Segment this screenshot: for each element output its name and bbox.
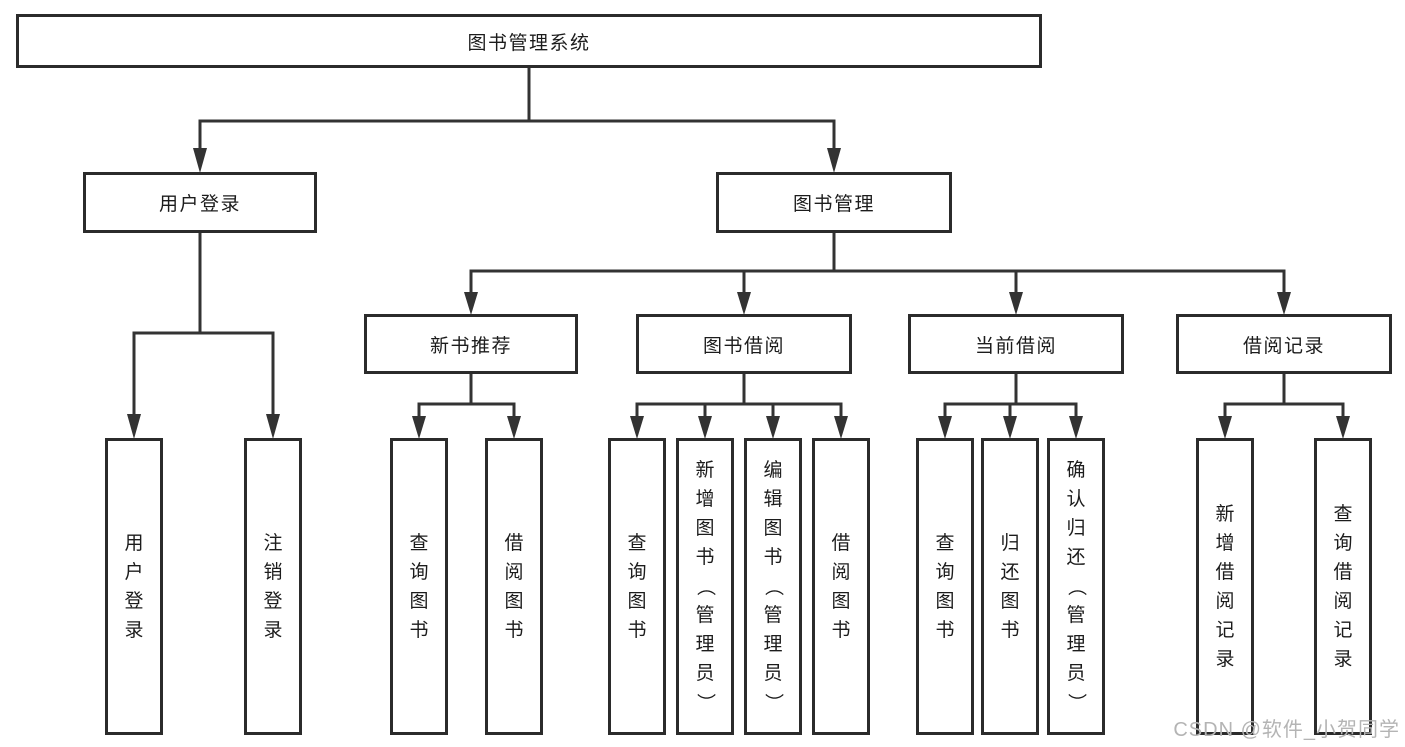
arrowhead-down-icon	[1336, 416, 1350, 439]
arrowhead-down-icon	[630, 416, 644, 439]
arrowhead-down-icon	[827, 148, 841, 173]
connector-user-login-to-leaves	[127, 233, 280, 439]
arrowhead-down-icon	[1218, 416, 1232, 439]
arrowhead-down-icon	[412, 416, 426, 439]
leaf-query-books: 查询图书	[916, 438, 974, 735]
leaf-return-books: 归还图书	[981, 438, 1039, 735]
leaf-borrow-books: 借阅图书	[812, 438, 870, 735]
arrowhead-down-icon	[834, 416, 848, 439]
arrowhead-down-icon	[698, 416, 712, 439]
arrowhead-down-icon	[1277, 292, 1291, 315]
arrowhead-down-icon	[938, 416, 952, 439]
leaf-query-borrow-record: 查询借阅记录	[1314, 438, 1372, 735]
node-book-borrowing: 图书借阅	[636, 314, 852, 374]
connector-root-to-level2	[193, 68, 841, 173]
leaf-borrow-books: 借阅图书	[485, 438, 543, 735]
node-user-login: 用户登录	[83, 172, 317, 233]
arrowhead-down-icon	[766, 416, 780, 439]
arrowhead-down-icon	[507, 416, 521, 439]
arrowhead-down-icon	[127, 414, 141, 439]
node-borrowing-records: 借阅记录	[1176, 314, 1392, 374]
connector-book-borrow-to-leaves	[630, 374, 848, 439]
leaf-user-login: 用户登录	[105, 438, 163, 735]
node-current-borrowing: 当前借阅	[908, 314, 1124, 374]
arrowhead-down-icon	[1003, 416, 1017, 439]
node-new-book-recommendation: 新书推荐	[364, 314, 578, 374]
node-book-management: 图书管理	[716, 172, 952, 233]
csdn-watermark: CSDN @软件_小贺同学	[1173, 719, 1400, 741]
leaf-add-book-admin: 新增图书（管理员）	[676, 438, 734, 735]
leaf-add-borrow-record: 新增借阅记录	[1196, 438, 1254, 735]
arrowhead-down-icon	[193, 148, 207, 173]
leaf-confirm-return-admin: 确认归还（管理员）	[1047, 438, 1105, 735]
node-library-management-system: 图书管理系统	[16, 14, 1042, 68]
arrowhead-down-icon	[737, 292, 751, 315]
leaf-query-books: 查询图书	[390, 438, 448, 735]
arrowhead-down-icon	[464, 292, 478, 315]
arrowhead-down-icon	[1069, 416, 1083, 439]
arrowhead-down-icon	[266, 414, 280, 439]
connector-new-book-to-leaves	[412, 374, 521, 439]
connector-book-mgmt-to-level3	[464, 233, 1291, 315]
arrowhead-down-icon	[1009, 292, 1023, 315]
connector-current-borrow-to-leaves	[938, 374, 1083, 439]
connector-borrow-record-to-leaves	[1218, 374, 1350, 439]
leaf-logout: 注销登录	[244, 438, 302, 735]
leaf-edit-book-admin: 编辑图书（管理员）	[744, 438, 802, 735]
leaf-query-books: 查询图书	[608, 438, 666, 735]
